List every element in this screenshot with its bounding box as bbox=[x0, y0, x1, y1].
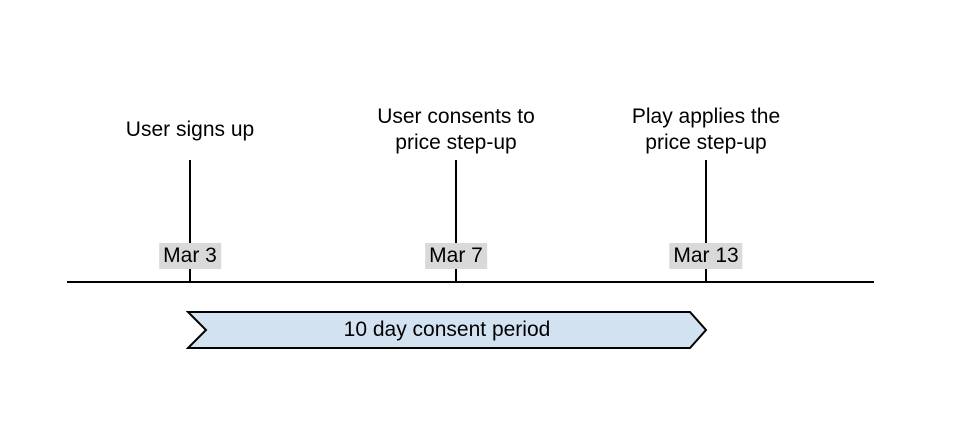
date-label-mar-3: Mar 3 bbox=[159, 243, 221, 269]
chevron-ribbon-shape bbox=[186, 311, 708, 349]
timeline-axis bbox=[67, 281, 874, 283]
event-label-user-signs-up: User signs up bbox=[125, 118, 255, 141]
tick-line-mar-7 bbox=[455, 160, 457, 282]
event-label-play-applies: Play applies the price step-up bbox=[631, 105, 781, 154]
tick-line-mar-3 bbox=[189, 160, 191, 282]
consent-period-banner: 10 day consent period bbox=[186, 310, 708, 350]
consent-period-label: 10 day consent period bbox=[343, 318, 551, 341]
date-label-mar-7: Mar 7 bbox=[425, 243, 487, 269]
event-label-user-consents: User consents to price step-up bbox=[377, 105, 535, 154]
date-label-mar-13: Mar 13 bbox=[669, 243, 743, 269]
tick-line-mar-13 bbox=[705, 160, 707, 282]
